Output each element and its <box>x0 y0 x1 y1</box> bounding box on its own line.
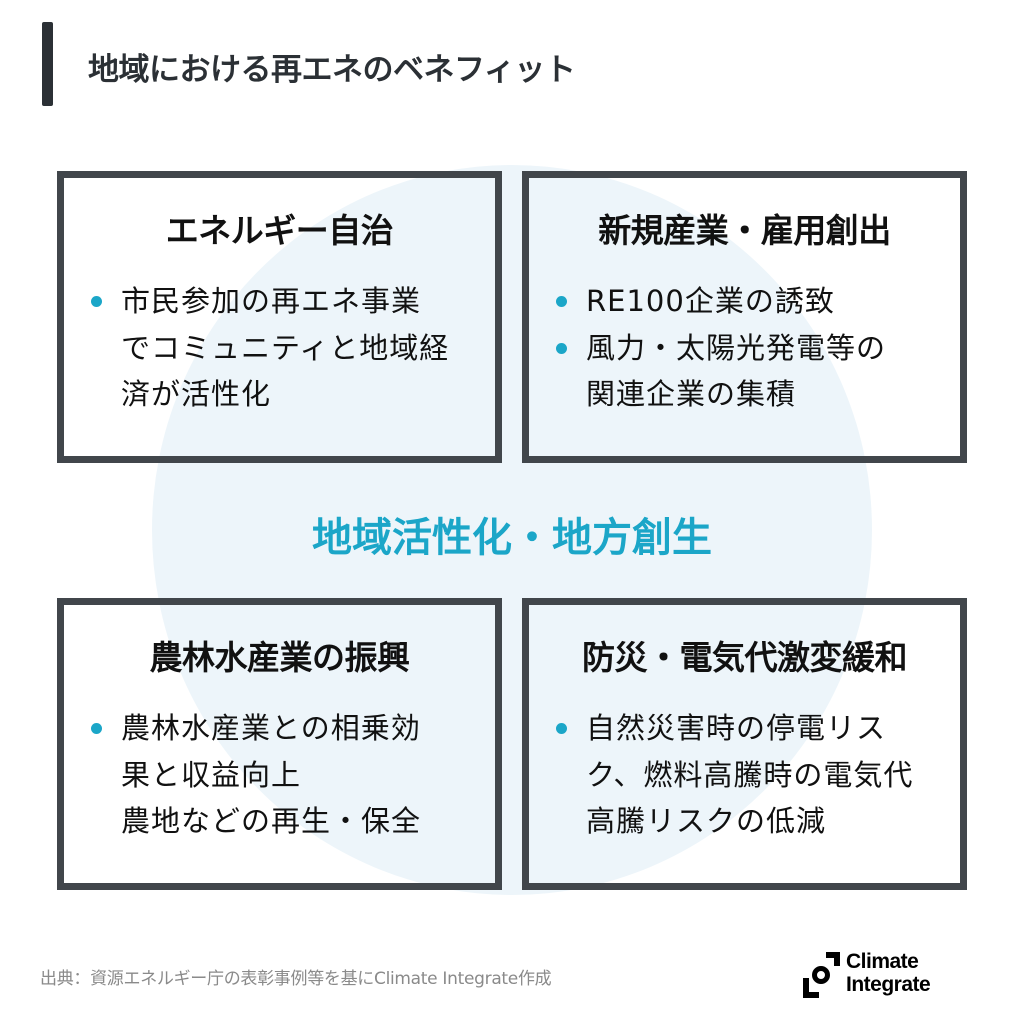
box-title: 防災・電気代激変緩和 <box>582 638 908 677</box>
benefit-box-agriculture: 農林水産業の振興 農林水産業との相乗効 果と収益向上 農地などの再生・保全 <box>57 598 502 890</box>
bullet-dot-icon <box>556 296 567 307</box>
title-accent-bar <box>42 22 53 106</box>
background-circle <box>152 165 872 895</box>
benefit-box-energy-autonomy: エネルギー自治 市民参加の再エネ事業 でコミュニティと地域経 済が活性化 <box>57 171 502 463</box>
bullet-item: 自然災害時の停電リス ク、燃料高騰時の電気代 高騰リスクの低減 <box>551 705 946 845</box>
bullet-dot-icon <box>91 723 102 734</box>
box-title: エネルギー自治 <box>165 211 394 250</box>
box-title: 農林水産業の振興 <box>149 638 411 677</box>
logo-mark-icon <box>803 952 840 998</box>
logo-wordmark: Climate Integrate <box>846 950 931 996</box>
bullet-dot-icon <box>91 296 102 307</box>
bullet-list: 農林水産業との相乗効 果と収益向上 農地などの再生・保全 <box>86 705 481 845</box>
bullet-item: 農林水産業との相乗効 果と収益向上 農地などの再生・保全 <box>86 705 481 845</box>
bullet-dot-icon <box>556 723 567 734</box>
bullet-list: 自然災害時の停電リス ク、燃料高騰時の電気代 高騰リスクの低減 <box>551 705 946 845</box>
climate-integrate-logo: Climate Integrate <box>800 950 990 1002</box>
bullet-item: 市民参加の再エネ事業 でコミュニティと地域経 済が活性化 <box>86 278 481 418</box>
page-title: 地域における再エネのベネフィット <box>88 52 576 88</box>
box-title: 新規産業・雇用創出 <box>598 211 891 250</box>
center-label: 地域活性化・地方創生 <box>312 515 712 561</box>
bullet-item: RE100企業の誘致 <box>551 278 946 325</box>
source-citation: 出典：資源エネルギー庁の表彰事例等を基にClimate Integrate作成 <box>40 969 552 989</box>
bullet-list: 市民参加の再エネ事業 でコミュニティと地域経 済が活性化 <box>86 278 481 418</box>
benefit-box-new-industry: 新規産業・雇用創出 RE100企業の誘致 風力・太陽光発電等の 関連企業の集積 <box>522 171 967 463</box>
bullet-item: 風力・太陽光発電等の 関連企業の集積 <box>551 325 946 418</box>
bullet-list: RE100企業の誘致 風力・太陽光発電等の 関連企業の集積 <box>551 278 946 418</box>
bullet-dot-icon <box>556 342 567 354</box>
benefit-box-disaster-prevention: 防災・電気代激変緩和 自然災害時の停電リス ク、燃料高騰時の電気代 高騰リスクの… <box>522 598 967 890</box>
